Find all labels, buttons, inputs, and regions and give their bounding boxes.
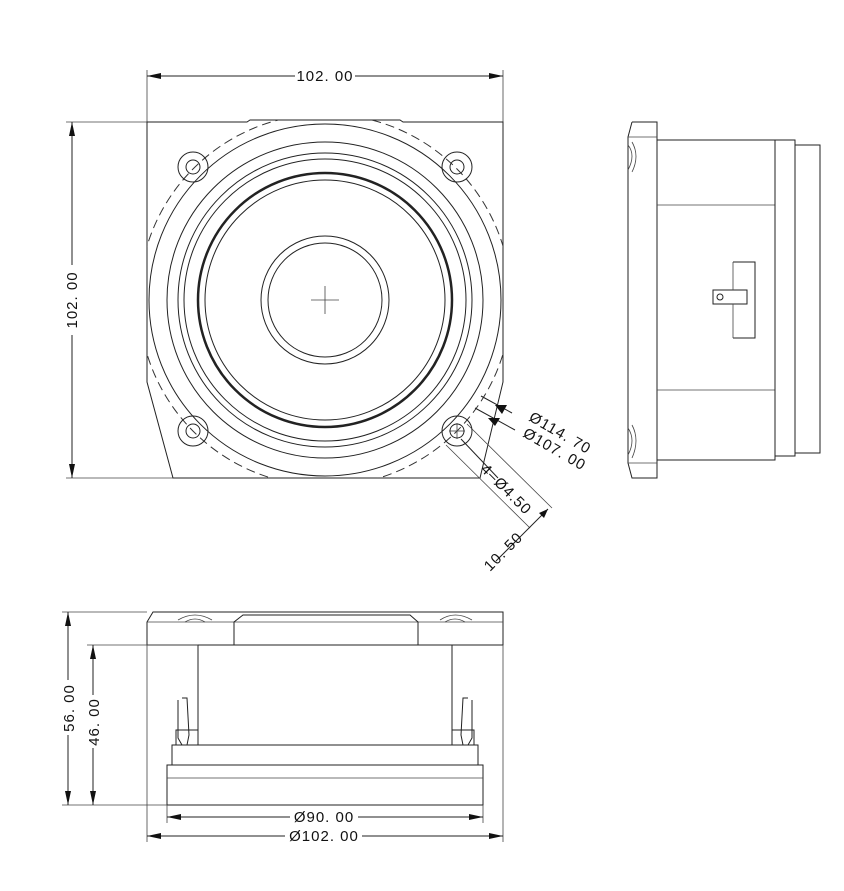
cone-edge [204, 179, 446, 421]
bottom-front-plate [171, 744, 479, 766]
frame-ring-3 [177, 152, 473, 448]
front-width-dimension: 102. 00 [146, 68, 504, 122]
bottom-flange [146, 611, 504, 646]
mounting-hole-bottom-right [441, 415, 473, 447]
flange-diameter-dimension: Ø102. 00 [146, 645, 504, 845]
bottom-view: 56. 00 46. 00 Ø90. 00 [61, 611, 504, 845]
bottom-magnet [166, 764, 484, 806]
surround-inner-thick [196, 171, 454, 429]
hole-size-leader: 4–Ø4.50 [460, 438, 535, 519]
front-height-label: 102. 00 [64, 271, 81, 328]
bottom-basket [197, 644, 453, 746]
body-height-dimension: 46. 00 [86, 644, 198, 805]
front-width-label: 102. 00 [296, 68, 353, 85]
frame-ring-2 [166, 141, 484, 459]
bottom-terminal-left [175, 697, 199, 746]
surround-outer [183, 158, 467, 442]
side-view [627, 121, 821, 479]
magnet-diameter-dimension: Ø90. 00 [166, 805, 484, 826]
hole-size-label: 4–Ø4.50 [477, 461, 535, 519]
side-basket [656, 139, 776, 461]
side-terminal [712, 261, 756, 339]
magnet-diameter-label: Ø90. 00 [294, 809, 354, 826]
frame-ring-outer [148, 123, 502, 477]
body-height-label: 46. 00 [86, 698, 103, 746]
center-cross-icon [311, 286, 339, 314]
overall-height-label: 56. 00 [61, 684, 78, 732]
bottom-terminal-right [451, 697, 475, 746]
front-view: 102. 00 102. 00 [64, 68, 594, 575]
front-height-dimension: 102. 00 [64, 121, 173, 479]
side-magnet [794, 144, 821, 454]
flange-diameter-label: Ø102. 00 [289, 828, 359, 845]
dust-cap-inner [267, 242, 383, 358]
mounting-hole-bottom-left [177, 415, 209, 447]
overall-height-dimension: 56. 00 [61, 611, 167, 806]
mounting-hole-top-right [441, 151, 473, 183]
slot-dimension-label: 10. 50 [481, 529, 527, 575]
side-magnet-front-plate [774, 139, 796, 457]
side-flange [627, 121, 658, 479]
dust-cap-outer [260, 235, 390, 365]
mounting-hole-top-left [177, 151, 209, 183]
front-flange-outline [146, 119, 504, 479]
